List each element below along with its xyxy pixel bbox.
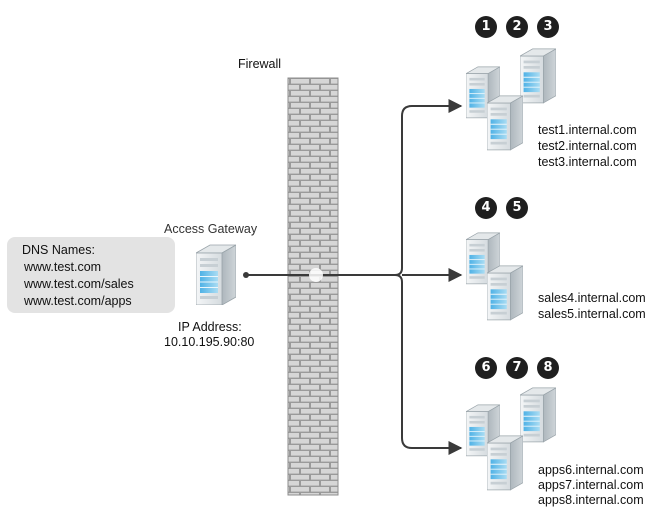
gateway-port-dot [243,272,249,278]
firewall-wall [287,77,339,496]
firewall-port-hole [309,268,323,282]
number-badge: 6 [475,357,497,379]
gateway-connection [246,99,463,455]
number-badge: 1 [475,16,497,38]
host-name: apps7.internal.com [538,478,644,492]
ip-address-label: IP Address: [178,320,242,334]
server-icon [487,435,523,491]
number-badge: 5 [506,197,528,219]
dns-names-callout: DNS Names: www.test.com www.test.com/sal… [7,237,175,313]
host-name: apps8.internal.com [538,493,644,507]
gateway-server-icon [196,244,236,305]
number-badge: 4 [475,197,497,219]
host-name: test1.internal.com [538,123,637,137]
number-badge: 2 [506,16,528,38]
host-name: apps6.internal.com [538,463,644,477]
number-badge: 3 [537,16,559,38]
host-name: sales4.internal.com [538,291,646,305]
host-name: sales5.internal.com [538,307,646,321]
server-icon [487,95,523,151]
dns-title: DNS Names: [22,243,95,257]
ip-address-value: 10.10.195.90:80 [164,335,255,349]
firewall-label: Firewall [238,57,282,71]
host-name: test2.internal.com [538,139,637,153]
number-badge: 8 [537,357,559,379]
dns-name: www.test.com/apps [24,294,132,308]
dns-name: www.test.com [24,260,102,274]
number-badge: 7 [506,357,528,379]
gateway-label: Access Gateway [164,222,258,236]
server-icon [520,387,556,443]
server-icon [520,48,556,104]
dns-name: www.test.com/sales [24,277,134,291]
host-name: test3.internal.com [538,155,637,169]
server-icon [487,265,523,321]
